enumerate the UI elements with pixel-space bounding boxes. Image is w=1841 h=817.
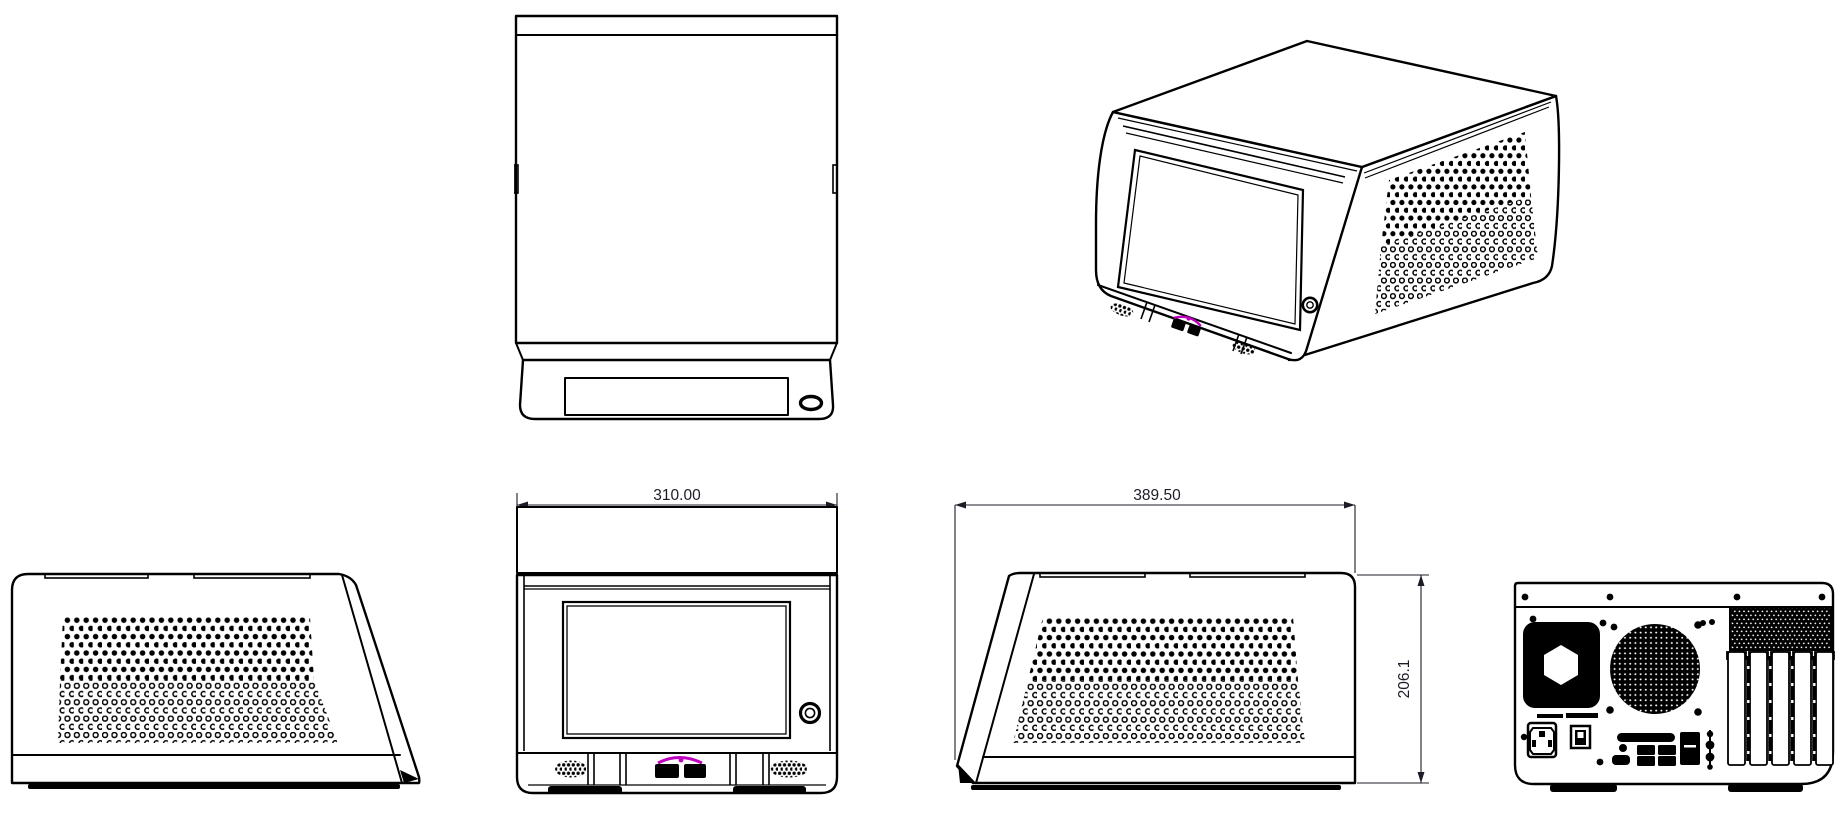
base-plate: [971, 785, 1341, 790]
power-switch-icon: [1569, 724, 1592, 750]
power-button-icon: [798, 394, 824, 412]
expansion-slots: [1726, 651, 1835, 766]
foot: [1550, 784, 1617, 792]
power-button-icon: [1301, 296, 1319, 314]
front-bezel-edge: [975, 573, 1035, 784]
front-view: 310.00: [515, 487, 839, 795]
bezel-top-strip: [1122, 125, 1346, 184]
touchscreen: [561, 600, 792, 740]
vga-port-icon: [555, 760, 587, 778]
psu-fan-grille-icon: [1523, 622, 1600, 708]
chassis-top-band: [516, 506, 838, 574]
iso-top-panel: [1111, 39, 1558, 169]
usb-ports-icon: [1637, 745, 1676, 766]
bezel-tip: [400, 770, 419, 783]
audio-jacks-icon: [1705, 730, 1715, 770]
round-port-icon: [1619, 744, 1627, 752]
dimension-depth-label: 389.50: [1133, 487, 1181, 504]
dimension-height-label: 206.1: [1396, 660, 1413, 699]
rear-view: [1513, 581, 1835, 792]
top-groove: [1039, 572, 1146, 578]
top-groove: [193, 573, 311, 579]
isometric-view: [1094, 39, 1561, 362]
vga-port-icon: [770, 760, 808, 778]
side-vent-pattern-upper: [1028, 617, 1298, 680]
foot: [548, 786, 622, 794]
touchscreen: [1116, 148, 1305, 332]
side-vent-pattern-lower: [1013, 680, 1305, 743]
side-vent-pattern-upper: [60, 617, 314, 680]
vga-port-icon: [1110, 303, 1134, 317]
vga-port-icon: [1232, 341, 1256, 355]
dimension-206-1: 206.1: [1357, 574, 1429, 784]
side-vent-pattern-lower: [58, 680, 338, 743]
serial-port-icon: [1617, 733, 1675, 742]
front-display-slot: [564, 377, 789, 416]
side-vent-pattern-lower: [1375, 196, 1538, 314]
ac-inlet-icon: [1526, 713, 1598, 759]
foot: [733, 786, 806, 794]
dual-lan-port-icon: [655, 756, 706, 778]
side-vent-pattern-upper: [1381, 132, 1531, 246]
fan-grille-icon: [1610, 624, 1700, 714]
top-groove: [1189, 572, 1306, 578]
screw-holes: [1520, 593, 1826, 766]
hdmi-port-icon: [1612, 755, 1630, 765]
dimension-389-50: 389.50: [954, 487, 1356, 760]
dual-lan-port-icon: [1171, 315, 1202, 337]
side-latch-notch-right: [832, 164, 838, 194]
side-latch-notch-left: [514, 164, 519, 194]
base-plate: [28, 784, 400, 789]
lan-port-icon: [1680, 732, 1700, 765]
top-groove: [44, 573, 149, 579]
foot: [1728, 784, 1803, 792]
top-view: [514, 14, 839, 421]
mesh-vent: [1729, 606, 1832, 651]
right-side-view: 389.50 206.1: [954, 487, 1429, 790]
front-io-strip: [516, 752, 838, 786]
top-view-outline: [514, 14, 839, 421]
dimension-width-label: 310.00: [653, 487, 701, 504]
front-bezel-edge: [341, 574, 403, 784]
front-io-strip: [1097, 284, 1292, 355]
rear-io-ports: [1612, 730, 1715, 770]
bezel-tip: [958, 764, 976, 783]
left-side-view: [10, 572, 421, 789]
dimension-310: 310.00: [516, 487, 838, 511]
power-button-icon: [798, 701, 822, 725]
